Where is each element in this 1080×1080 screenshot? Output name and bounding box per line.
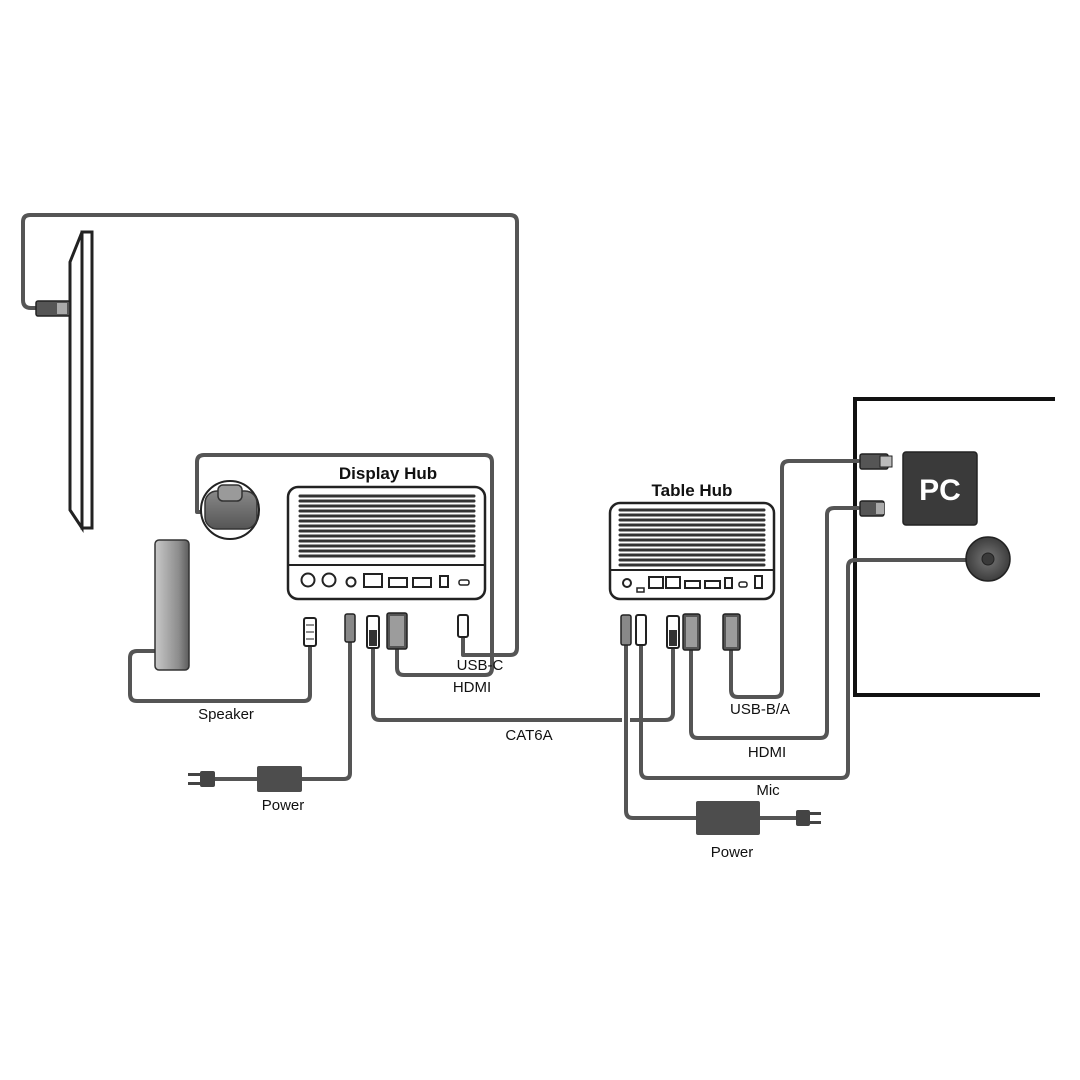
usb-b-port <box>754 575 763 589</box>
mic-cable <box>639 558 970 780</box>
power-connector-display <box>344 613 356 643</box>
usb-c-cable <box>21 213 519 657</box>
hdmi-table-label: HDMI <box>748 744 786 761</box>
ethernet-port-2 <box>665 576 681 589</box>
hdmi-connector-display <box>386 612 408 650</box>
cat6a-cable <box>371 646 675 722</box>
usb-c-connector-display-end <box>35 300 71 317</box>
usb-port <box>724 577 733 589</box>
power-plug-display-icon <box>188 771 215 787</box>
hdmi-display-cable <box>195 453 494 677</box>
speaker-cable <box>128 643 312 703</box>
usb-c-label: USB-C <box>457 657 504 674</box>
usb-c-connector <box>457 614 469 638</box>
usb-ba-label: USB-B/A <box>730 701 790 718</box>
power-display-label: Power <box>262 797 305 814</box>
display-screen <box>68 230 94 533</box>
power-port <box>345 576 357 588</box>
hdmi-port-2 <box>704 580 721 589</box>
speaker-label: Speaker <box>198 706 254 723</box>
hdmi-port <box>388 577 408 588</box>
mic-port <box>636 587 645 593</box>
table-hub-title: Table Hub <box>652 481 733 500</box>
power-port <box>622 578 632 588</box>
power-connector-table <box>620 614 632 646</box>
power-display-cable <box>300 638 352 781</box>
speaker-port <box>300 572 316 588</box>
usb-ba-cable <box>729 459 860 699</box>
cat6a-connector-table <box>666 615 680 649</box>
pc-box <box>902 451 978 526</box>
speaker-connector <box>303 617 317 647</box>
usb-c-port <box>458 579 470 586</box>
hdmi-port <box>684 580 701 589</box>
display-hub-vent-grille <box>298 494 476 558</box>
pc-chassis <box>853 397 1055 697</box>
camera <box>200 480 260 540</box>
mic-pod <box>965 536 1011 582</box>
pc-label: PC <box>919 474 961 507</box>
usb-port <box>439 575 449 588</box>
power-plug-table-icon <box>796 810 821 826</box>
usb-a-connector-pc <box>859 453 893 470</box>
hdmi-connector-pc <box>859 500 885 517</box>
table-hub-vent-grille <box>618 508 766 567</box>
display-hub <box>286 485 487 601</box>
hdmi-connector-table <box>682 613 701 651</box>
speaker-port-2 <box>321 572 337 588</box>
usb-connector-table <box>722 613 741 651</box>
usb-c-port <box>738 581 748 588</box>
cat6a-connector-display <box>366 615 380 649</box>
power-adapter-display <box>257 766 302 792</box>
table-hub <box>608 501 776 601</box>
hdmi-display-label: HDMI <box>453 679 491 696</box>
power-table-cable <box>624 643 699 820</box>
ethernet-port <box>363 573 383 588</box>
hdmi-port-2 <box>412 577 432 588</box>
power-table-label: Power <box>711 844 754 861</box>
mic-label: Mic <box>756 782 780 799</box>
cat6a-label: CAT6A <box>505 727 552 744</box>
ethernet-port <box>648 576 664 589</box>
display-hub-title: Display Hub <box>339 464 437 483</box>
power-adapter-table <box>696 801 760 835</box>
speaker <box>154 539 190 671</box>
hdmi-table-cable <box>689 506 860 740</box>
mic-connector <box>635 614 647 646</box>
